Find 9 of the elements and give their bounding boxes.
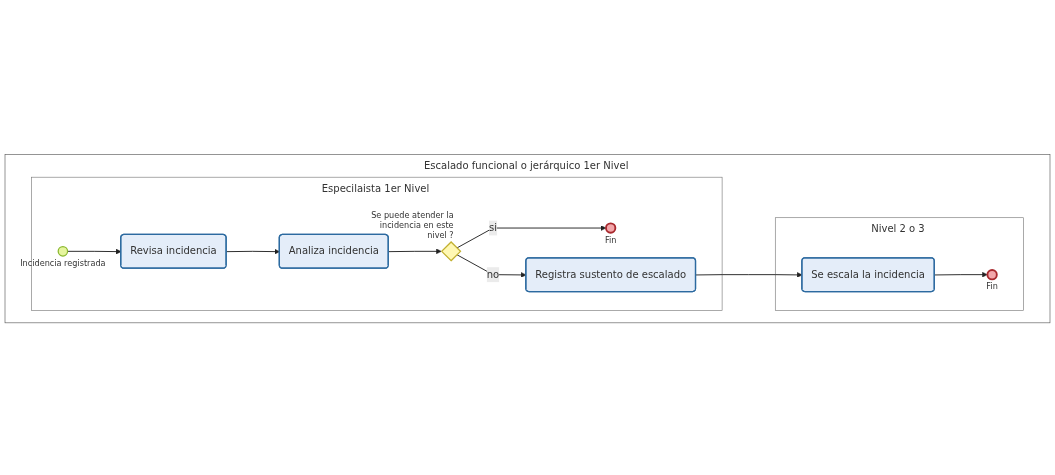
node-circle xyxy=(986,269,998,281)
node-caption: Fin xyxy=(986,281,998,292)
edge-label: no xyxy=(486,268,500,281)
node-circle xyxy=(57,246,69,257)
node-caption: Fin xyxy=(604,234,617,245)
node-caption: Incidencia registrada xyxy=(20,258,106,269)
edge-label: si xyxy=(489,221,497,234)
node-diamond xyxy=(440,241,462,262)
node-circle xyxy=(605,222,617,234)
